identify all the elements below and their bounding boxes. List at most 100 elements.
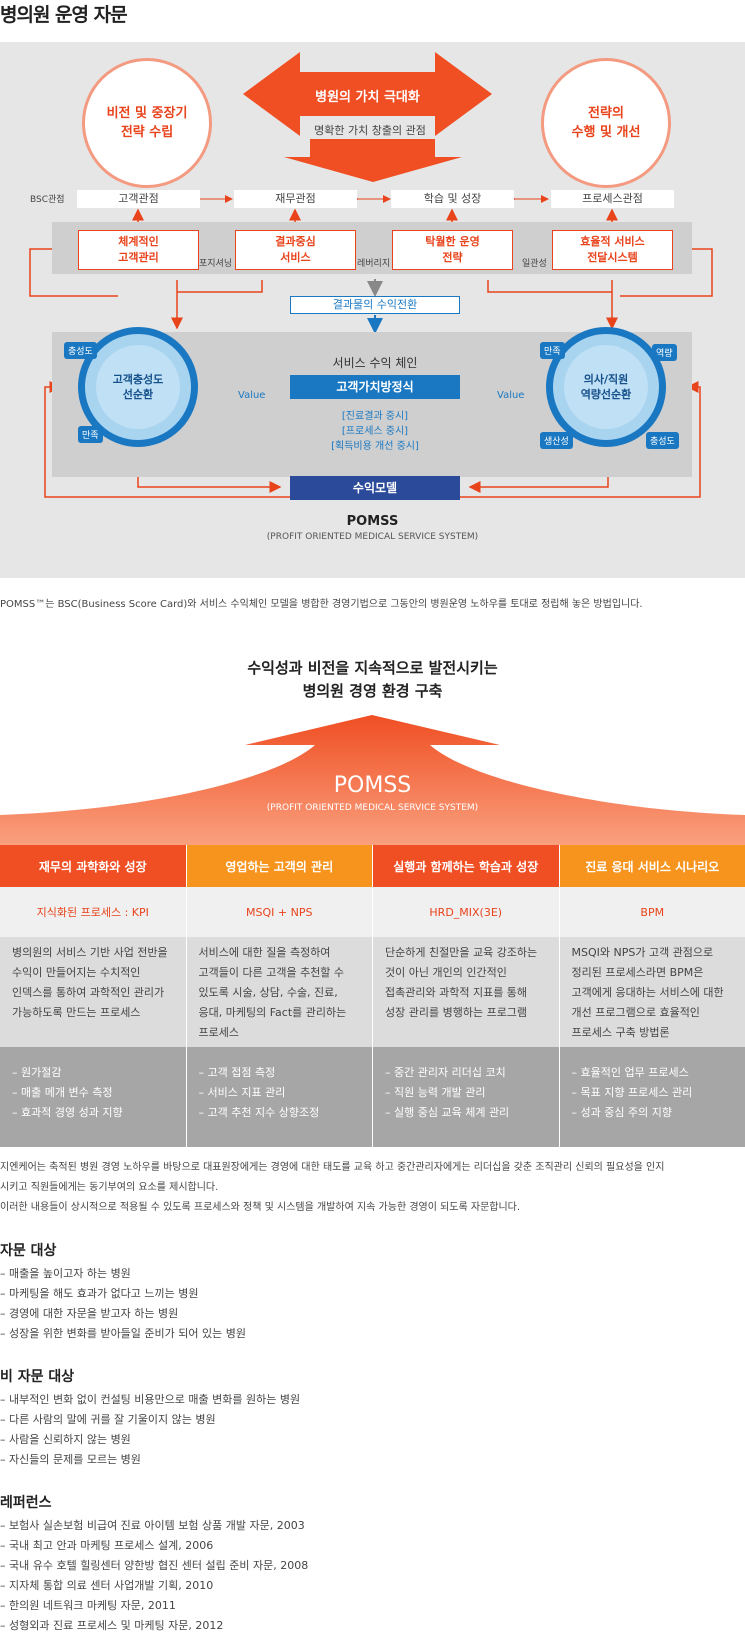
focus-cost: [획득비용 개선 중시] bbox=[331, 441, 419, 452]
section-references: 레퍼런스 – 보험사 실손보험 비급여 진료 아이템 보험 상품 개발 자문, … bbox=[0, 1492, 308, 1635]
pomss-arrow-title: POMSS bbox=[333, 773, 412, 798]
list-item: – 매출 메개 변수 측정 bbox=[12, 1086, 113, 1099]
headline-line2: 병의원 경영 환경 구축 bbox=[302, 682, 443, 700]
pillar-customer-list: – 고객 접점 측정 – 서비스 지표 관리 – 고객 추천 지수 상향조정 bbox=[186, 1047, 372, 1147]
pillar-service-sub: BPM bbox=[559, 887, 745, 937]
list-item: – 한의원 네트워크 마케팅 자문, 2011 bbox=[0, 1599, 176, 1612]
headline: 수익성과 비전을 지속적으로 발전시키는 병의원 경영 환경 구축 bbox=[0, 657, 745, 703]
value-creation-label: 명확한 가치 창출의 관점 bbox=[314, 124, 426, 137]
pillar-finance-sub: 지식화된 프로세스 : KPI bbox=[0, 887, 186, 937]
box2-line1: 결과중심 bbox=[275, 235, 316, 248]
tag-satisfaction-left: 만족 bbox=[78, 426, 103, 443]
list-item: – 고객 접점 측정 bbox=[198, 1066, 276, 1079]
pomss-full-label: (PROFIT ORIENTED MEDICAL SERVICE SYSTEM) bbox=[266, 532, 479, 542]
value-label-right: Value bbox=[497, 390, 525, 401]
section-target: 자문 대상 – 매출을 높이고자 하는 병원 – 마케팅을 해도 효과가 없다고… bbox=[0, 1240, 246, 1344]
value-equation-box: 고객가치방정식 bbox=[290, 375, 460, 399]
pillar-learning-list: – 중간 관리자 리더십 코치– 직원 능력 개발 관리– 실행 중심 교육 체… bbox=[373, 1047, 559, 1147]
box1-line2: 고객관리 bbox=[118, 251, 159, 264]
list-item: – 서비스 지표 관리 bbox=[198, 1086, 286, 1099]
list-item: – 다른 사람의 말에 귀를 잘 기울이지 않는 병원 bbox=[0, 1413, 216, 1426]
list-item: – 고객 추천 지수 상향조정 bbox=[198, 1106, 320, 1119]
desc-line: 병의원의 서비스 기반 사업 전반을 bbox=[12, 946, 168, 959]
para-line: 지엔케어는 축적된 병원 경영 노하우를 바탕으로 대표원장에게는 경영에 대한… bbox=[0, 1162, 665, 1173]
tag-capability-right: 역량 bbox=[652, 344, 677, 361]
list-item: – 성형외과 진료 프로세스 및 마케팅 자문, 2012 bbox=[0, 1619, 224, 1632]
intro-text: POMSS™는 BSC(Business Score Card)와 서비스 수익… bbox=[0, 599, 643, 610]
section-title: 레퍼런스 bbox=[0, 1495, 52, 1511]
list-item: – 지자체 통합 의료 센터 사업개발 기획, 2010 bbox=[0, 1579, 214, 1592]
box3-line2: 전략 bbox=[442, 251, 463, 264]
focus-list: [진료결과 중시] [프로세스 중시] [획득비용 개선 중시] bbox=[290, 409, 460, 454]
strategy-line-1: 전략의 bbox=[588, 106, 624, 121]
list-item: – 직원 능력 개발 관리 bbox=[385, 1086, 486, 1099]
list-item: – 성장을 위한 변화를 받아들일 준비가 되어 있는 병원 bbox=[0, 1327, 246, 1340]
page-title: 병의원 운영 자문 bbox=[0, 4, 128, 26]
pomss-arrow-sub: (PROFIT ORIENTED MEDICAL SERVICE SYSTEM) bbox=[266, 803, 479, 813]
value-max-label: 병원의 가치 극대화 bbox=[315, 90, 420, 105]
tag-loyalty-left: 충성도 bbox=[64, 342, 97, 359]
tag-loyalty-right: 충성도 bbox=[646, 432, 679, 449]
box1-line1: 체계적인 bbox=[118, 235, 159, 248]
section-title: 자문 대상 bbox=[0, 1243, 57, 1259]
desc-line: 있도록 시술, 상담, 수술, 진료, bbox=[198, 986, 338, 999]
list-item: – 보험사 실손보험 비급여 진료 아이템 보험 상품 개발 자문, 2003 bbox=[0, 1519, 305, 1532]
bsc-finance: 재무관점 bbox=[234, 190, 357, 208]
list-item: – 자신들의 문제를 모르는 병원 bbox=[0, 1453, 141, 1466]
desc-line: 고객에게 응대하는 서비스에 대한 bbox=[571, 986, 724, 999]
value-label-left: Value bbox=[238, 390, 266, 401]
desc-line: 정리된 프로세스라면 BPM은 bbox=[571, 966, 704, 979]
para-line: 이러한 내용들이 상시적으로 적용될 수 있도록 프로세스와 정책 및 시스템을… bbox=[0, 1202, 521, 1213]
box4-line1: 효율적 서비스 bbox=[580, 235, 645, 248]
desc-line: 접촉관리와 과학적 지표를 통해 bbox=[385, 986, 528, 999]
consulting-description: 지엔케어는 축적된 병원 경영 노하우를 바탕으로 대표원장에게는 경영에 대한… bbox=[0, 1158, 745, 1218]
list-item: – 효율적인 업무 프로세스 bbox=[571, 1066, 689, 1079]
pomss-arrow bbox=[0, 715, 745, 845]
desc-line: 응대, 마케팅의 Fact를 관리하는 bbox=[198, 1006, 347, 1019]
pillar-customer-head: 영업하는 고객의 관리 bbox=[186, 845, 372, 887]
list-item: – 경영에 대한 자문을 받고자 하는 병원 bbox=[0, 1307, 179, 1320]
pillar-finance-head: 재무의 과학화와 성장 bbox=[0, 845, 186, 887]
desc-line: 수익이 만들어지는 수치적인 bbox=[12, 966, 141, 979]
desc-line: MSQI와 NPS가 고객 관점으로 bbox=[571, 946, 714, 959]
bsc-learning: 학습 및 성장 bbox=[391, 190, 514, 208]
right-cycle-line1: 의사/직원 bbox=[583, 373, 629, 386]
desc-line: 단순하게 친절만을 교육 강조하는 bbox=[385, 946, 538, 959]
leverage-label: 레버리지 bbox=[357, 259, 391, 269]
conversion-box: 결과물의 수익전환 bbox=[290, 296, 460, 314]
focus-result: [진료결과 중시] bbox=[341, 411, 409, 422]
headline-line1: 수익성과 비전을 지속적으로 발전시키는 bbox=[247, 659, 498, 677]
list-item: – 원가절감 bbox=[12, 1066, 62, 1079]
list-item: – 사람을 신뢰하지 않는 병원 bbox=[0, 1433, 131, 1446]
box3-line1: 탁월한 운영 bbox=[425, 235, 480, 248]
vision-line-2: 전략 수립 bbox=[120, 125, 174, 140]
pillar-service-list: – 효율적인 업무 프로세스– 목표 지향 프로세스 관리– 성과 중심 주의 … bbox=[559, 1047, 745, 1147]
profit-model-box: 수익모델 bbox=[290, 476, 460, 500]
tag-productivity-right: 생산성 bbox=[540, 432, 573, 449]
list-item: – 매출을 높이고자 하는 병원 bbox=[0, 1267, 131, 1280]
pillar-learning-head: 실행과 함께하는 학습과 성장 bbox=[373, 845, 559, 887]
list-item: – 효과적 경영 성과 지향 bbox=[12, 1106, 123, 1119]
list-item: – 중간 관리자 리더십 코치 bbox=[385, 1066, 506, 1079]
pomss-label: POMSS bbox=[346, 514, 399, 529]
section-non-target: 비 자문 대상 – 내부적인 변화 없이 컨설팅 비용만으로 매출 변화를 원하… bbox=[0, 1366, 300, 1470]
focus-process: [프로세스 중시] bbox=[341, 426, 409, 437]
pillar-customer-sub: MSQI + NPS bbox=[186, 887, 372, 937]
chain-title: 서비스 수익 체인 bbox=[332, 356, 418, 370]
desc-line: 프로세스 구축 방법론 bbox=[571, 1026, 670, 1039]
section-title: 비 자문 대상 bbox=[0, 1369, 75, 1385]
positioning-label: 포지셔닝 bbox=[199, 259, 233, 269]
